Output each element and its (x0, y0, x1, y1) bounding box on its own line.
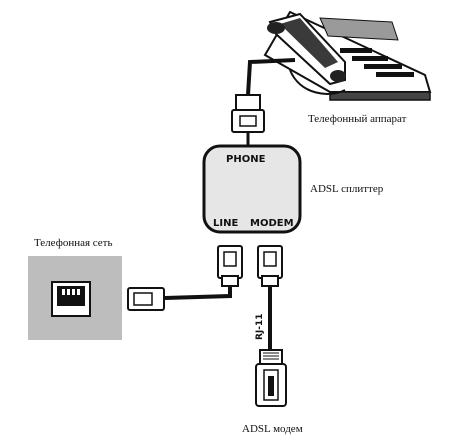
line-plug (217, 245, 243, 287)
label-splitter: ADSL сплиттер (310, 183, 384, 195)
splitter-box-icon (202, 144, 302, 234)
phone-cable (246, 58, 296, 96)
port-label-modem: MODEM (250, 218, 294, 229)
label-modem: ADSL модем (242, 423, 303, 435)
label-telephone: Телефонный аппарат (308, 113, 407, 125)
port-label-phone: PHONE (226, 154, 266, 165)
rj11-plug-icon (231, 94, 265, 133)
line-cable (164, 286, 232, 300)
modem-end-plug (255, 349, 287, 407)
rj11-wall-socket-icon (28, 256, 122, 340)
label-phone-network: Телефонная сеть (34, 237, 113, 249)
wall-plug (127, 287, 165, 311)
desk-phone-icon (263, 10, 432, 101)
port-label-line: LINE (213, 218, 238, 229)
cable-label-rj11: RJ-11 (255, 313, 265, 340)
modem-plug (257, 245, 283, 287)
